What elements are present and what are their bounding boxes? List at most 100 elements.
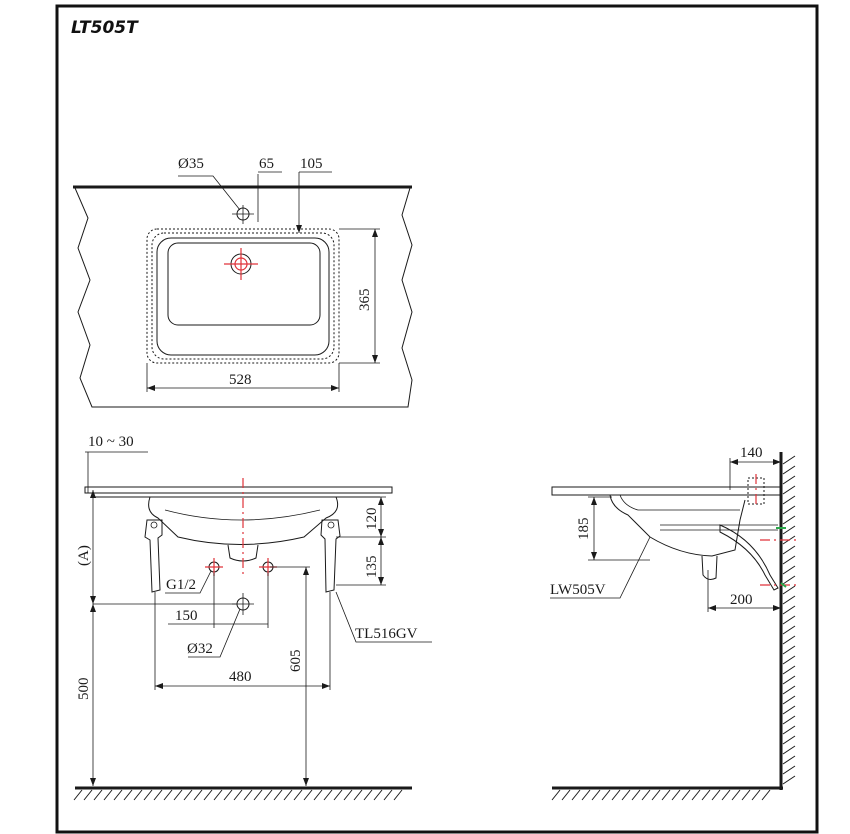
side-floor-hatch <box>551 789 771 801</box>
hatch-line <box>731 789 741 801</box>
front-view: 10 ~ 30 (A) 500 120 135 G1/2 150 Ø32 <box>73 434 432 801</box>
mount-height-label: (A) <box>76 545 92 566</box>
hatch-line <box>641 789 651 801</box>
bowl-height-label: 185 <box>576 518 592 541</box>
wall-edge-label: 140 <box>740 445 763 461</box>
hatch-line <box>782 675 796 685</box>
basin-bowl <box>167 242 321 326</box>
side-basin-profile <box>609 494 746 557</box>
hatch-line <box>681 789 691 801</box>
side-drain <box>701 555 718 580</box>
hatch-line <box>303 789 313 801</box>
bracket-part-leader <box>335 591 432 643</box>
side-wall-hatch <box>782 455 796 785</box>
hatch-line <box>551 789 561 801</box>
edge-bowl-label: 105 <box>300 156 323 172</box>
left-bracket <box>144 519 163 593</box>
hole-dia-label: Ø35 <box>178 156 204 172</box>
hatch-line <box>782 465 796 475</box>
hatch-line <box>253 789 263 801</box>
hatch-line <box>782 475 796 485</box>
hatch-line <box>213 789 223 801</box>
hatch-line <box>782 605 796 615</box>
hatch-line <box>782 565 796 575</box>
counter-outline <box>74 187 413 408</box>
hatch-line <box>153 789 163 801</box>
hatch-line <box>383 789 393 801</box>
hatch-line <box>782 515 796 525</box>
supply-spacing-label: 150 <box>175 608 198 624</box>
hatch-line <box>782 715 796 725</box>
hatch-line <box>83 789 93 801</box>
hatch-line <box>741 789 751 801</box>
sheet-frame <box>55 4 819 834</box>
drain-height-label: 605 <box>288 650 304 673</box>
bracket-spacing-label: 480 <box>229 669 252 685</box>
hatch-line <box>143 789 153 801</box>
hatch-line <box>611 789 621 801</box>
hatch-line <box>263 789 273 801</box>
wall-drain-label: 200 <box>730 592 753 608</box>
hatch-line <box>782 555 796 565</box>
hatch-line <box>782 455 796 465</box>
side-part-leader <box>550 536 651 599</box>
supply-label: G1/2 <box>166 577 196 593</box>
hatch-line <box>103 789 113 801</box>
side-green-mark-2 <box>780 582 787 588</box>
hatch-line <box>173 789 183 801</box>
hatch-line <box>273 789 283 801</box>
hatch-line <box>601 789 611 801</box>
hatch-line <box>313 789 323 801</box>
hatch-line <box>782 585 796 595</box>
hatch-line <box>782 685 796 695</box>
hatch-line <box>782 665 796 675</box>
hatch-line <box>751 789 761 801</box>
hatch-line <box>761 789 771 801</box>
right-bracket <box>320 519 341 593</box>
front-basin-inner <box>164 509 321 521</box>
hatch-line <box>283 789 293 801</box>
bowl-depth-label: 365 <box>357 289 373 312</box>
floor-height-label: 500 <box>76 678 92 701</box>
hatch-line <box>133 789 143 801</box>
hatch-line <box>782 525 796 535</box>
left-bracket-bolt <box>150 521 158 529</box>
basin-rim-dotted <box>146 228 340 364</box>
top-view: Ø35 65 105 365 528 <box>73 156 413 408</box>
hatch-line <box>782 505 796 515</box>
hatch-line <box>782 575 796 585</box>
bowl-width-label: 528 <box>229 372 252 388</box>
apron-height-label: 120 <box>364 508 380 531</box>
bracket-part-label: TL516GV <box>355 626 418 642</box>
side-counter-slab <box>551 486 782 496</box>
hatch-line <box>782 655 796 665</box>
hole-dia-leader <box>178 175 241 211</box>
hatch-line <box>782 755 796 765</box>
hatch-line <box>163 789 173 801</box>
hatch-line <box>343 789 353 801</box>
hatch-line <box>243 789 253 801</box>
right-bracket-bolt <box>327 521 335 529</box>
hatch-line <box>233 789 243 801</box>
hatch-line <box>711 789 721 801</box>
hatch-line <box>631 789 641 801</box>
hatch-line <box>293 789 303 801</box>
hatch-line <box>782 625 796 635</box>
hatch-line <box>323 789 333 801</box>
hatch-line <box>651 789 661 801</box>
model-title: LT505T <box>71 18 139 38</box>
side-part-label: LW505V <box>550 582 606 598</box>
hatch-line <box>581 789 591 801</box>
hatch-line <box>113 789 123 801</box>
front-counter-slab <box>84 486 393 494</box>
hatch-line <box>353 789 363 801</box>
hatch-line <box>193 789 203 801</box>
hatch-line <box>782 615 796 625</box>
hatch-line <box>782 725 796 735</box>
basin-rim-dotted-2 <box>151 232 335 360</box>
hatch-line <box>123 789 133 801</box>
drain-dia-label: Ø32 <box>187 641 213 657</box>
hatch-line <box>782 495 796 505</box>
side-view: 140 185 LW505V 200 <box>550 445 800 801</box>
